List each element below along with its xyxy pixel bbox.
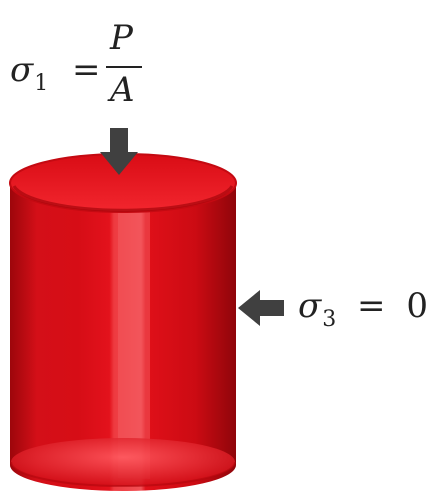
equals-sign: = bbox=[357, 286, 386, 326]
equals-sign: = bbox=[72, 50, 101, 90]
fraction-denominator: A bbox=[110, 70, 135, 110]
sigma-3-subscript: 3 bbox=[322, 307, 337, 332]
fraction-bar bbox=[106, 66, 142, 68]
cylinder-bottom bbox=[11, 438, 235, 486]
confining-pressure-arrow bbox=[238, 290, 284, 326]
sigma-3-symbol: σ bbox=[298, 286, 322, 326]
cylinder-illustration bbox=[9, 128, 284, 491]
triaxial-stress-diagram: σ1 = P A σ3 = 0 bbox=[9, 18, 428, 491]
sigma-1-symbol: σ1 bbox=[10, 50, 49, 96]
axial-stress-equation: σ1 = P A bbox=[10, 18, 150, 112]
confining-stress-equation: σ3 = 0 bbox=[298, 286, 428, 332]
confining-value: 0 bbox=[406, 286, 428, 326]
cylinder-top bbox=[10, 154, 236, 212]
cylinder-highlight bbox=[118, 205, 150, 479]
axial-load-arrow bbox=[100, 128, 138, 175]
fraction-numerator: P bbox=[110, 18, 133, 58]
